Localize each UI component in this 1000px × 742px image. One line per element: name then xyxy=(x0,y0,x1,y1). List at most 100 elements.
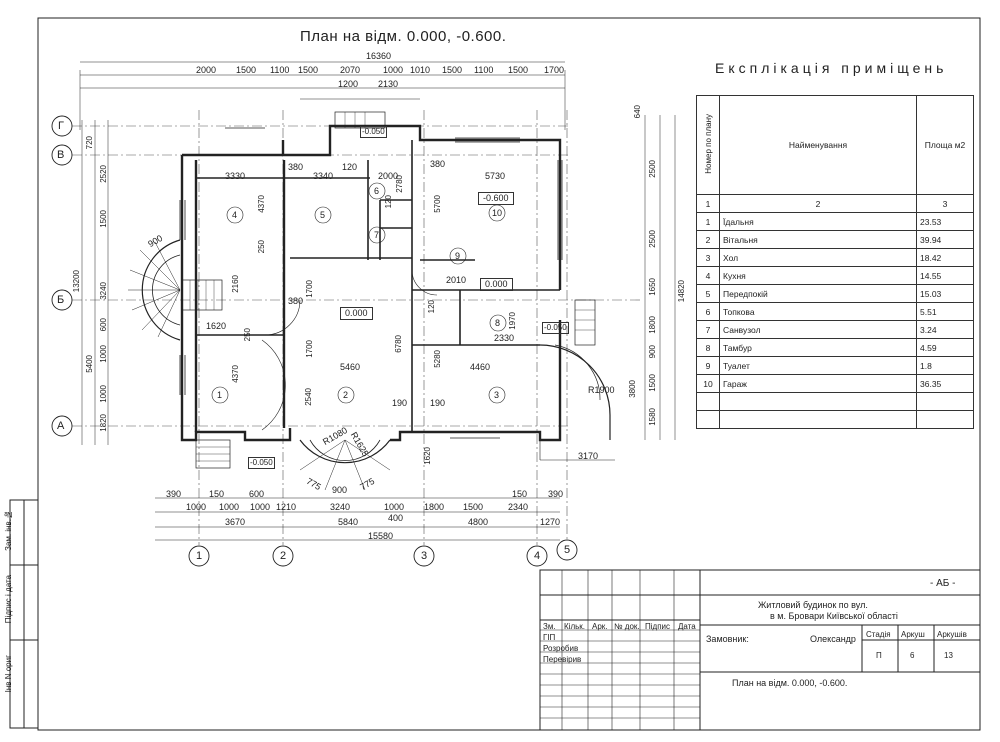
room-dim: 900 xyxy=(332,485,348,495)
room-dim: 3170 xyxy=(578,451,599,461)
dim-top2: 1200 xyxy=(338,79,359,89)
project-location: в м. Бровари Київської області xyxy=(770,611,898,621)
sheet-title: План на відм. 0.000, -0.600. xyxy=(732,678,848,688)
dim-right: 1800 xyxy=(648,316,657,334)
room-dim: 250 xyxy=(243,328,252,342)
tb-col: Кільк. xyxy=(564,622,585,631)
room-num: 6 xyxy=(374,186,380,196)
room-dim: 5730 xyxy=(485,171,506,181)
room-dim: 6780 xyxy=(394,335,403,353)
dim-b: 3670 xyxy=(225,517,246,527)
tb-col: Підпис xyxy=(645,622,670,631)
room-dim: 2330 xyxy=(494,333,515,343)
dim-b3: 600 xyxy=(249,489,265,499)
axis-b: Б xyxy=(57,294,65,306)
level-mark: -0.050 xyxy=(248,457,275,469)
dim-b3: 400 xyxy=(388,513,404,523)
dim-b2: 1000 xyxy=(250,502,271,512)
expl-header-num: Номер по плану xyxy=(696,95,720,195)
level-mark: -0.600 xyxy=(478,192,514,205)
dim-top-total: 16360 xyxy=(366,51,392,61)
dim-right: 900 xyxy=(648,345,657,359)
room-dim: R1900 xyxy=(588,385,615,395)
room-dim: 4370 xyxy=(257,195,266,213)
dim-top: 1500 xyxy=(508,65,529,75)
sheet-value: 6 xyxy=(910,651,915,660)
explication-title: Експлікація приміщень xyxy=(715,60,948,76)
level-mark: -0.050 xyxy=(360,126,387,138)
tb-col: Зм. xyxy=(543,622,556,631)
dim-right: 1580 xyxy=(648,408,657,426)
room-num: 7 xyxy=(374,230,380,240)
customer-name: Олександр xyxy=(810,634,856,644)
tb-role: Перевірив xyxy=(543,655,582,664)
dim-b3: 150 xyxy=(512,489,528,499)
tb-col: Арк. xyxy=(592,622,608,631)
room-dim: 3330 xyxy=(225,171,246,181)
dim-b3: 390 xyxy=(548,489,564,499)
dim-b2: 1210 xyxy=(276,502,297,512)
customer-label: Замовник: xyxy=(706,634,749,644)
axis-1: 1 xyxy=(196,550,203,562)
project-name: Житловий будинок по вул. xyxy=(758,600,868,610)
room-dim: 380 xyxy=(288,296,304,306)
level-mark: 0.000 xyxy=(480,278,513,291)
dim-top: 2070 xyxy=(340,65,361,75)
axis-2: 2 xyxy=(280,550,287,562)
axis-a: А xyxy=(57,420,65,432)
dim-left: 1820 xyxy=(99,414,108,432)
dim-top2: 2130 xyxy=(378,79,399,89)
dim-top: 1100 xyxy=(270,65,290,75)
room-dim: 1970 xyxy=(508,312,517,330)
room-dim: 2000 xyxy=(378,171,399,181)
room-dim: 120 xyxy=(342,162,358,172)
dim-bottom-total: 15580 xyxy=(368,531,394,541)
room-dim: 380 xyxy=(430,159,446,169)
room-dim: 1700 xyxy=(305,280,314,298)
axis-5: 5 xyxy=(564,544,571,556)
dim-top: 1010 xyxy=(410,65,431,75)
room-num: 2 xyxy=(343,390,349,400)
room-num: 1 xyxy=(217,390,223,400)
room-num: 5 xyxy=(320,210,326,220)
dim-b: 4800 xyxy=(468,517,489,527)
dim-left: 1500 xyxy=(99,210,108,228)
tb-role: ГІП xyxy=(543,633,556,642)
room-dim: 5460 xyxy=(340,362,361,372)
dim-b2: 2340 xyxy=(508,502,529,512)
room-dim: 120 xyxy=(384,195,393,209)
dim-right-total: 14820 xyxy=(677,280,686,303)
dim-right: 640 xyxy=(633,105,642,119)
dim-right: 2500 xyxy=(648,230,657,248)
expl-col-num: 3 xyxy=(916,194,974,213)
room-dim: 1620 xyxy=(423,447,432,465)
room-dim: 2010 xyxy=(446,275,467,285)
expl-col-num: 2 xyxy=(719,194,917,213)
dim-b2: 3240 xyxy=(330,502,351,512)
level-mark: 0.000 xyxy=(340,307,373,320)
room-dim: 2540 xyxy=(304,388,313,406)
axis-g: Г xyxy=(58,120,64,132)
expl-header-area: Площа м2 xyxy=(916,95,974,195)
level-mark: -0.050 xyxy=(542,322,569,334)
room-dim: 1620 xyxy=(206,321,227,331)
tb-col: Дата xyxy=(678,622,696,631)
dim-b: 5840 xyxy=(338,517,359,527)
dim-top: 1500 xyxy=(298,65,319,75)
dim-left: 720 xyxy=(85,136,94,150)
dim-top: 1100 xyxy=(474,65,494,75)
sheets-value: 13 xyxy=(944,651,953,660)
dim-right: 2500 xyxy=(648,160,657,178)
room-num: 8 xyxy=(495,318,501,328)
room-dim: 1700 xyxy=(305,340,314,358)
